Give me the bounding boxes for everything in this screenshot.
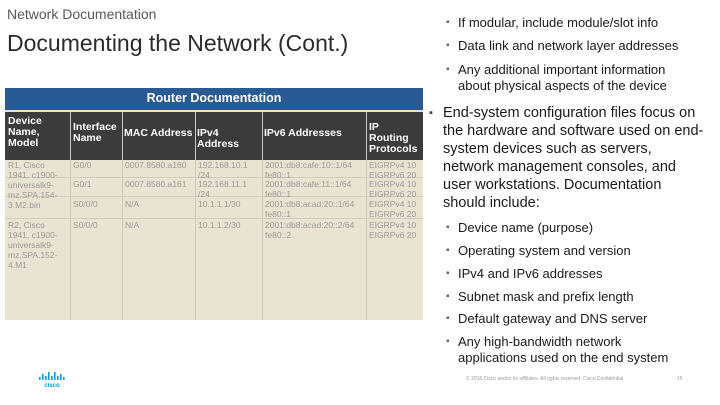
table-cell: N/A <box>125 199 140 209</box>
table-cell: G0/1 <box>73 179 92 189</box>
table-cell: EIGRPv4 10 EIGRPv6 20 <box>369 160 417 180</box>
slide-title: Documenting the Network (Cont.) <box>7 30 349 56</box>
bullet-addresses: ▪ Data link and network layer addresses <box>446 38 679 53</box>
row-divider <box>5 177 423 178</box>
col-divider <box>366 112 367 320</box>
svg-text:cisco: cisco <box>44 383 60 388</box>
table-cell: EIGRPv4 10 EIGRPv6 20 <box>369 179 417 199</box>
table-cell: 0007.8580.a160 <box>125 160 187 170</box>
table-banner <box>5 88 423 110</box>
bullet-additional-info: ▪ Any additional important information a… <box>446 62 667 93</box>
bullet-icon: ▪ <box>446 336 450 347</box>
table-cell: EIGRPv4 10 EIGRPv6 20 <box>369 220 417 240</box>
row-divider <box>5 196 423 197</box>
header-mac: MAC Address <box>124 127 193 139</box>
table-body: R1, Cisco 1941, c1900-universalk9-mz.SPA… <box>5 160 423 320</box>
header-interface: Interface Name <box>73 121 117 144</box>
table-cell: 192.168.11.1 /24 <box>198 179 247 199</box>
table-cell: 10.1.1.2/30 <box>198 220 241 230</box>
table-cell: EIGRPv4 10 EIGRPv6 20 <box>369 199 417 219</box>
sub-bullet-gateway: ▪ Default gateway and DNS server <box>446 311 648 326</box>
router-documentation-table: Router Documentation Device Name, Model … <box>5 88 423 320</box>
table-cell: 2001:db8:acad:20::1/64 fe80::1 <box>265 199 355 219</box>
footer-copyright: © 2016 Cisco and/or its affiliates. All … <box>466 376 624 382</box>
table-cell: 10.1.1.1/30 <box>198 199 241 209</box>
sub-bullet-subnet: ▪ Subnet mask and prefix length <box>446 289 634 304</box>
bullet-modular: ▪ If modular, include module/slot info <box>446 15 659 30</box>
table-banner-title: Router Documentation <box>146 91 282 105</box>
sub-bullet-device-name: ▪ Device name (purpose) <box>446 220 594 235</box>
header-routing: IP Routing Protocols <box>369 121 418 155</box>
table-cell: 2001:db8:cafe:10::1/64 fe80::1 <box>265 160 352 180</box>
sub-bullet-high-bandwidth: ▪ Any high-bandwidth network application… <box>446 334 669 365</box>
table-cell: R1, Cisco 1941, c1900-universalk9-mz.SPA… <box>8 160 58 210</box>
bullet-icon: ▪ <box>446 245 450 256</box>
col-divider <box>70 112 71 320</box>
table-cell: 192.168.10.1 /24 <box>198 160 248 180</box>
table-cell: 2001:db8:cafe:11::1/64 fe80::1 <box>265 179 352 199</box>
page-number: 15 <box>677 376 683 382</box>
table-cell: 2001:db8:acad:20::2/64 fe80::2 <box>265 220 355 240</box>
table-header-row: Device Name, Model Interface Name MAC Ad… <box>5 112 423 160</box>
cisco-logo: cisco <box>38 372 66 393</box>
slide-subtitle: Network Documentation <box>7 6 157 22</box>
bullet-icon: ▪ <box>446 64 450 75</box>
bullet-end-system: ▪ End-system configuration files focus o… <box>429 105 704 211</box>
bullet-icon: ▪ <box>446 17 450 28</box>
bullet-icon: ▪ <box>429 107 433 119</box>
table-cell: S0/0/0 <box>73 220 98 230</box>
sub-bullet-ip: ▪ IPv4 and IPv6 addresses <box>446 266 603 281</box>
bullet-icon: ▪ <box>446 222 450 233</box>
col-divider <box>262 112 263 320</box>
header-ipv4: IPv4 Address <box>197 127 240 150</box>
bullet-icon: ▪ <box>446 268 450 279</box>
header-ipv6: IPv6 Addresses <box>264 127 342 139</box>
table-cell: N/A <box>125 220 140 230</box>
table-cell: 0007.8580.a161 <box>125 179 187 189</box>
table-cell: G0/0 <box>73 160 92 170</box>
col-divider <box>195 112 196 320</box>
header-device: Device Name, Model <box>8 115 42 149</box>
sub-bullet-os: ▪ Operating system and version <box>446 243 631 258</box>
bullet-icon: ▪ <box>446 291 450 302</box>
row-divider <box>5 218 423 219</box>
table-cell: S0/0/0 <box>73 199 98 209</box>
table-cell: R2, Cisco 1941, c1900-universalk9-mz.SPA… <box>8 220 58 270</box>
bullet-icon: ▪ <box>446 40 450 51</box>
col-divider <box>122 112 123 320</box>
bullet-icon: ▪ <box>446 313 450 324</box>
